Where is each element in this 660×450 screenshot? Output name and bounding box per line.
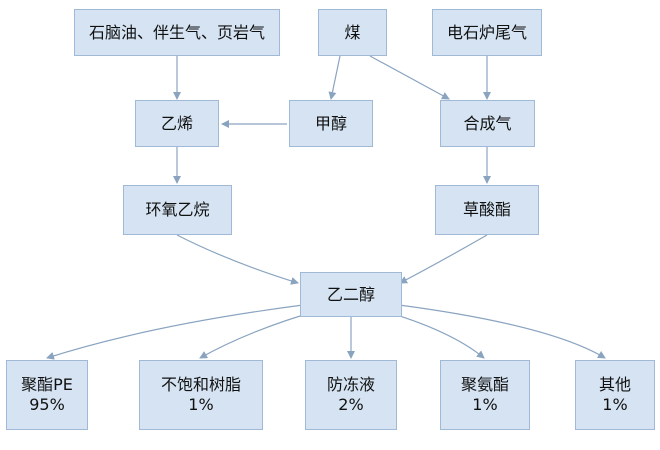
node-pe: 聚酯PE 95%: [6, 360, 88, 430]
arrow-glycol-to-pe: [46, 304, 304, 360]
arrow-ethylene-oxide-to-glycol: [176, 234, 299, 285]
node-antifreeze-share: 2%: [338, 395, 364, 414]
arrow-coal-to-methanol: [328, 55, 341, 100]
node-resin-share: 1%: [188, 395, 214, 414]
node-glycol-label: 乙二醇: [326, 284, 375, 304]
node-antifreeze: 防冻液 2%: [305, 360, 397, 430]
node-ethylene-oxide-label: 环氧乙烷: [145, 200, 210, 219]
node-feedstock-label: 石脑油、伴生气、页岩气: [88, 22, 265, 42]
node-other: 其他 1%: [575, 360, 655, 430]
arrow-glycol-to-other: [398, 304, 606, 359]
node-antifreeze-label: 防冻液: [326, 375, 375, 394]
node-coal: 煤: [318, 9, 387, 56]
node-carbide-gas: 电石炉尾气: [432, 9, 542, 56]
node-oxalate-label: 草酸酯: [462, 200, 511, 219]
node-other-share: 1%: [602, 395, 628, 414]
node-syngas: 合成气: [440, 100, 535, 147]
node-feedstock: 石脑油、伴生气、页岩气: [74, 9, 280, 56]
node-pe-share: 95%: [29, 395, 65, 414]
arrow-oxalate-to-glycol: [399, 234, 488, 284]
node-ethylene: 乙烯: [135, 100, 219, 147]
node-oxalate: 草酸酯: [435, 185, 539, 235]
node-coal-label: 煤: [344, 22, 361, 42]
node-ethylene-oxide: 环氧乙烷: [123, 185, 232, 235]
arrow-glycol-to-polyurethane: [379, 309, 485, 359]
node-methanol: 甲醇: [289, 100, 373, 147]
node-syngas-label: 合成气: [463, 113, 512, 133]
arrow-coal-to-syngas: [369, 55, 450, 100]
node-ethylene-label: 乙烯: [160, 113, 193, 133]
node-resin: 不饱和树脂 1%: [139, 360, 263, 430]
node-resin-label: 不饱和树脂: [160, 375, 241, 394]
node-pe-label: 聚酯PE: [21, 375, 73, 394]
node-other-label: 其他: [598, 375, 631, 394]
node-polyurethane-share: 1%: [472, 395, 498, 414]
node-carbide-gas-label: 电石炉尾气: [446, 22, 527, 42]
node-glycol: 乙二醇: [300, 272, 402, 317]
node-polyurethane: 聚氨酯 1%: [440, 360, 530, 430]
node-methanol-label: 甲醇: [314, 113, 347, 133]
node-polyurethane-label: 聚氨酯: [460, 375, 509, 394]
